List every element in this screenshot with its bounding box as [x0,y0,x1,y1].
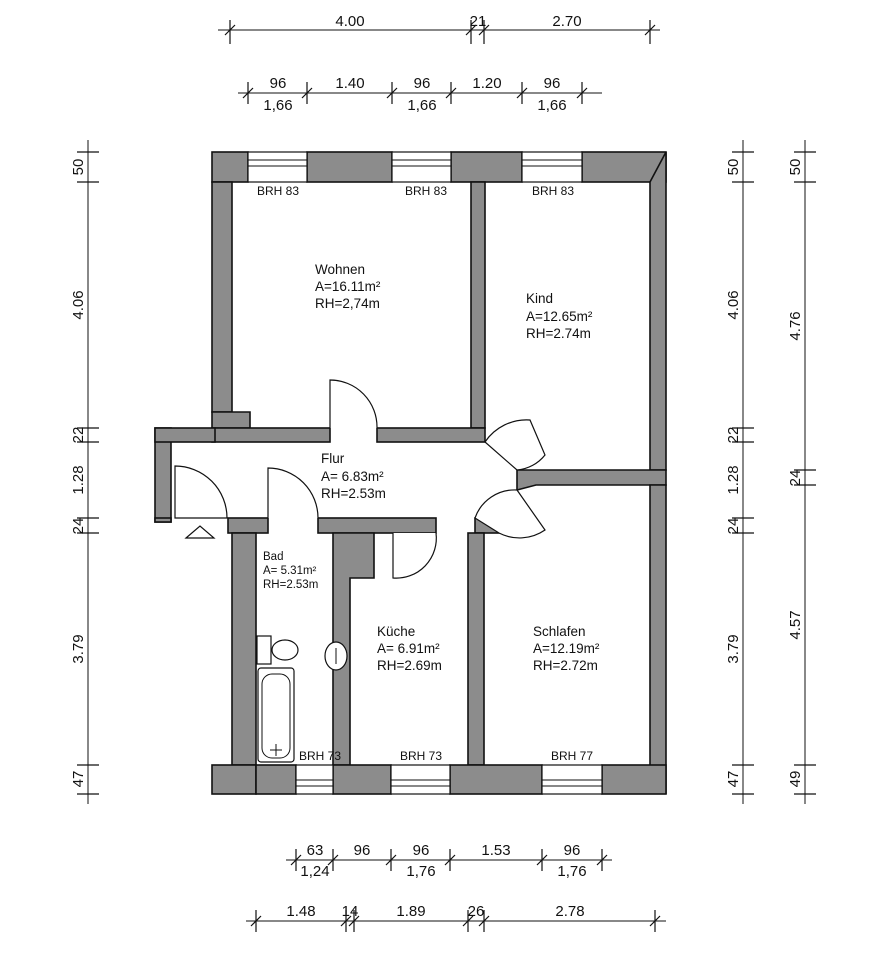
toilet-icon [271,639,299,661]
dim-topo-b3: 1,66 [537,97,566,114]
room-schlafen-area: A=12.19m² [533,641,600,656]
room-kueche-height: RH=2.69m [377,658,442,673]
dim-boto-5: 96 [564,842,581,859]
toilet-tank-icon [256,635,272,665]
dim-router-4: 4.57 [787,610,804,639]
room-kind-area: A=12.65m² [526,309,593,324]
brh-top-2: BRH 83 [405,184,447,198]
dim-boto-b1: 1,24 [300,863,329,880]
walls [154,151,667,795]
dim-left-5: 24 [70,518,87,535]
dim-top-2: 21 [470,13,487,30]
dim-left-6: 3.79 [70,634,87,663]
room-schlafen-height: RH=2.72m [533,658,598,673]
room-kind: Kind A=12.65m² RH=2.74m [526,291,593,341]
bathroom-fixtures [256,635,348,763]
room-bad-height: RH=2.53m [263,579,318,591]
dim-right-3: 22 [725,427,742,444]
room-kind-height: RH=2.74m [526,326,591,341]
dim-boto-3: 96 [413,842,430,859]
dim-topo-5: 96 [544,75,561,92]
room-wohnen-name: Wohnen [315,262,365,277]
dim-top-1: 4.00 [335,13,364,30]
dim-topo-4: 1.20 [472,75,501,92]
brh-bot-3: BRH 77 [551,749,593,763]
dim-left-3: 22 [70,427,87,444]
dim-router-3: 24 [787,470,804,487]
dim-right-1: 50 [725,159,742,176]
windows [247,151,603,795]
dim-right-2: 4.06 [725,290,742,319]
dim-topo-b1: 1,66 [263,97,292,114]
dim-bot-4: 26 [468,903,485,920]
dim-boto-2: 96 [354,842,371,859]
room-schlafen-name: Schlafen [533,624,586,639]
room-bad-area: A= 5.31m² [263,565,317,577]
room-kueche: Küche A= 6.91m² RH=2.69m [377,624,442,673]
room-labels: Wohnen A=16.11m² RH=2,74m Kind A=12.65m²… [263,262,600,673]
room-kueche-area: A= 6.91m² [377,641,440,656]
room-wohnen-area: A=16.11m² [315,279,381,294]
room-flur-name: Flur [321,451,345,466]
room-schlafen: Schlafen A=12.19m² RH=2.72m [533,624,600,673]
dim-router-5: 49 [787,771,804,788]
dim-top-3: 2.70 [552,13,581,30]
brh-top-3: BRH 83 [532,184,574,198]
dim-bot-5: 2.78 [555,903,584,920]
dim-right-7: 47 [725,771,742,788]
dim-right-5: 24 [725,518,742,535]
room-flur-area: A= 6.83m² [321,469,384,484]
dim-left-2: 4.06 [70,290,87,319]
room-bad-name: Bad [263,551,283,563]
room-flur-height: RH=2.53m [321,486,386,501]
room-flur: Flur A= 6.83m² RH=2.53m [321,451,386,501]
room-wohnen-height: RH=2,74m [315,296,380,311]
brh-bot-2: BRH 73 [400,749,442,763]
dim-right-6: 3.79 [725,634,742,663]
dim-left-1: 50 [70,159,87,176]
dim-bot-2: 14 [342,903,359,920]
dim-right-4: 1.28 [725,465,742,494]
dim-topo-2: 1.40 [335,75,364,92]
dim-router-2: 4.76 [787,311,804,340]
dim-left-4: 1.28 [70,465,87,494]
dim-left-7: 47 [70,771,87,788]
dim-boto-b2: 1,76 [406,863,435,880]
dim-topo-1: 96 [270,75,287,92]
room-kind-name: Kind [526,291,553,306]
entrance-arrow-icon [184,525,216,539]
dim-boto-1: 63 [307,842,324,859]
dim-router-1: 50 [787,159,804,176]
brh-top-1: BRH 83 [257,184,299,198]
dim-boto-4: 1.53 [481,842,510,859]
dim-boto-b3: 1,76 [557,863,586,880]
dim-bot-1: 1.48 [286,903,315,920]
brh-bot-1: BRH 73 [299,749,341,763]
room-wohnen: Wohnen A=16.11m² RH=2,74m [315,262,381,311]
brh-labels: BRH 83 BRH 83 BRH 83 BRH 73 BRH 73 BRH 7… [257,184,593,763]
room-kueche-name: Küche [377,624,415,639]
dim-topo-3: 96 [414,75,431,92]
dim-topo-b2: 1,66 [407,97,436,114]
dimension-chains: 4.00 21 2.70 96 1.40 96 1.20 96 1,66 1,6… [70,13,816,932]
dim-bot-3: 1.89 [396,903,425,920]
doors [174,379,546,579]
room-bad: Bad A= 5.31m² RH=2.53m [263,551,318,591]
